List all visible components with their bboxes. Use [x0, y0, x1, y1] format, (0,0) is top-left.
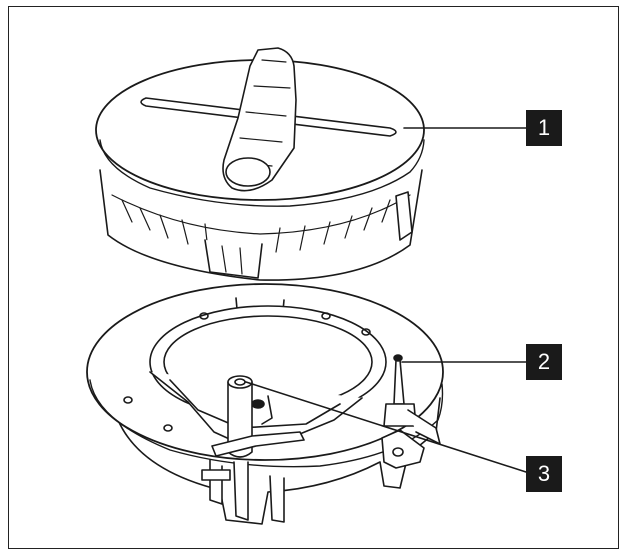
- leader-line-3: [245, 381, 527, 473]
- callout-badge-3: 3: [526, 456, 562, 492]
- diagram-frame: [8, 6, 619, 549]
- callout-badge-1: 1: [526, 110, 562, 146]
- callout-badge-2: 2: [526, 344, 562, 380]
- burner-cap-part: [95, 47, 425, 281]
- burner-base-part: [86, 283, 444, 525]
